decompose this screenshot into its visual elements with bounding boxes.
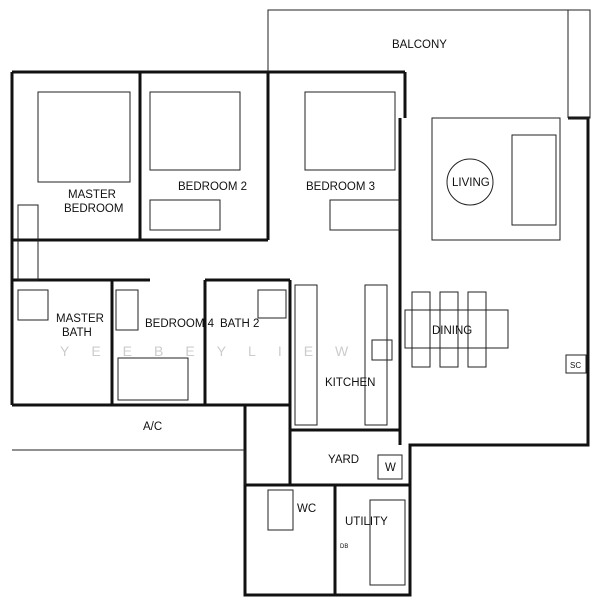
label-db: DB: [340, 544, 348, 550]
master-bed: [37, 91, 131, 183]
label-master-bath-2: BATH: [62, 327, 92, 339]
bedroom2-wardrobe: [149, 199, 221, 231]
label-wc: WC: [297, 503, 316, 515]
living-rug: [431, 117, 561, 241]
kitchen-counter: [364, 284, 388, 426]
label-bedroom3: BEDROOM 3: [306, 181, 375, 193]
bedroom3-wardrobe: [329, 199, 401, 231]
dining-table: [404, 309, 509, 349]
label-yard: YARD: [328, 454, 359, 466]
sc-box: [565, 354, 587, 374]
master-wardrobe: [17, 204, 39, 281]
label-bedroom2: BEDROOM 2: [178, 181, 247, 193]
label-w: W: [385, 462, 396, 474]
label-living: LIVING: [452, 177, 490, 189]
watermark: YEEBEYLIEW: [60, 343, 370, 359]
dining-chair: [467, 291, 487, 368]
bedroom4-bed: [117, 357, 189, 401]
wc-toilet: [267, 489, 294, 531]
sofa: [511, 134, 557, 226]
bedroom3-bed: [304, 91, 396, 171]
label-dining: DINING: [432, 325, 472, 337]
utility-bed: [369, 499, 406, 586]
master-shower: [17, 289, 49, 321]
label-master-bedroom: MASTER: [68, 189, 116, 201]
label-kitchen: KITCHEN: [325, 377, 375, 389]
label-master-bedroom-2: BEDROOM: [64, 203, 123, 215]
label-utility: UTILITY: [345, 516, 388, 528]
kitchen-counter: [294, 284, 318, 426]
dining-chair: [411, 291, 431, 368]
furniture: [17, 91, 587, 586]
label-sc: SC: [570, 361, 581, 370]
bedroom4-wardrobe: [115, 289, 139, 331]
label-bedroom4: BEDROOM 4: [145, 318, 215, 330]
washer-box: [377, 454, 403, 480]
dining-chair: [439, 291, 459, 368]
room-labels: BALCONY MASTER BEDROOM BEDROOM 2 BEDROOM…: [56, 39, 581, 550]
label-bath2: BATH 2: [220, 318, 259, 330]
bedroom2-bed: [149, 91, 241, 171]
label-ac: A/C: [143, 421, 162, 433]
label-master-bath: MASTER: [56, 313, 104, 325]
walls: [10, 9, 591, 597]
coffee-table: [446, 158, 494, 206]
label-balcony: BALCONY: [392, 39, 447, 51]
bath2-shower: [257, 289, 287, 319]
sink: [371, 339, 393, 361]
